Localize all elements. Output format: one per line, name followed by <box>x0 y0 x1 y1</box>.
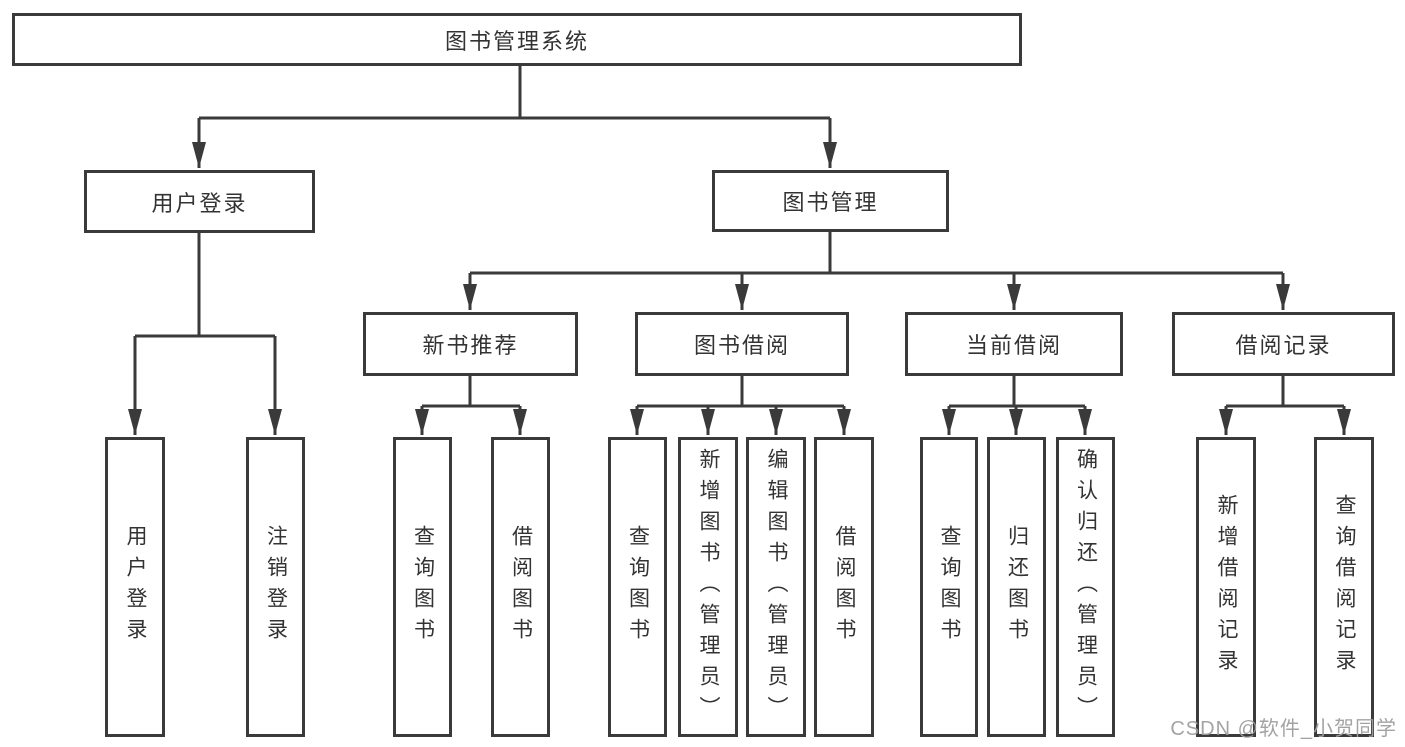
node-current-borrowing: 当前借阅 <box>905 312 1123 376</box>
leaf-query-books-borrowing-label: 查询图书 <box>626 525 650 649</box>
leaf-logout: 注销登录 <box>246 437 305 737</box>
leaf-add-borrow-record-label: 新增借阅记录 <box>1215 494 1238 680</box>
leaf-edit-book-admin: 编辑图书（管理员） <box>746 437 806 737</box>
leaf-borrow-books-recommend: 借阅图书 <box>491 437 550 737</box>
leaf-borrow-books-borrowing-label: 借阅图书 <box>833 525 856 649</box>
leaf-query-books-current-label: 查询图书 <box>938 525 961 649</box>
node-library-management-system: 图书管理系统 <box>12 13 1022 66</box>
csdn-watermark: CSDN @软件_小贺同学 <box>1170 718 1397 740</box>
leaf-query-books-borrowing: 查询图书 <box>608 437 667 737</box>
node-book-borrowing: 图书借阅 <box>635 312 849 376</box>
leaf-return-book-label: 归还图书 <box>1005 525 1029 649</box>
node-borrowing-records: 借阅记录 <box>1172 312 1395 376</box>
leaf-user-login: 用户登录 <box>105 437 165 737</box>
leaf-confirm-return-admin: 确认归还（管理员） <box>1056 437 1115 737</box>
leaf-borrow-books-recommend-label: 借阅图书 <box>509 525 533 649</box>
leaf-add-book-admin-label: 新增图书（管理员） <box>697 447 720 727</box>
node-book-management: 图书管理 <box>712 170 949 232</box>
leaf-return-book: 归还图书 <box>987 437 1046 737</box>
leaf-query-books-current: 查询图书 <box>920 437 978 737</box>
leaf-query-books-recommend-label: 查询图书 <box>411 525 435 649</box>
leaf-borrow-books-borrowing: 借阅图书 <box>814 437 874 737</box>
leaf-confirm-return-admin-label: 确认归还（管理员） <box>1074 447 1098 727</box>
leaf-add-borrow-record: 新增借阅记录 <box>1196 437 1256 737</box>
leaf-query-books-recommend: 查询图书 <box>393 437 452 737</box>
leaf-add-book-admin: 新增图书（管理员） <box>678 437 738 737</box>
node-user-login: 用户登录 <box>84 170 315 233</box>
leaf-edit-book-admin-label: 编辑图书（管理员） <box>765 447 788 727</box>
leaf-logout-label: 注销登录 <box>264 525 288 649</box>
leaf-user-login-label: 用户登录 <box>124 525 147 649</box>
node-new-book-recommend: 新书推荐 <box>363 312 578 376</box>
leaf-query-borrow-record: 查询借阅记录 <box>1314 437 1374 737</box>
leaf-query-borrow-record-label: 查询借阅记录 <box>1333 494 1356 680</box>
